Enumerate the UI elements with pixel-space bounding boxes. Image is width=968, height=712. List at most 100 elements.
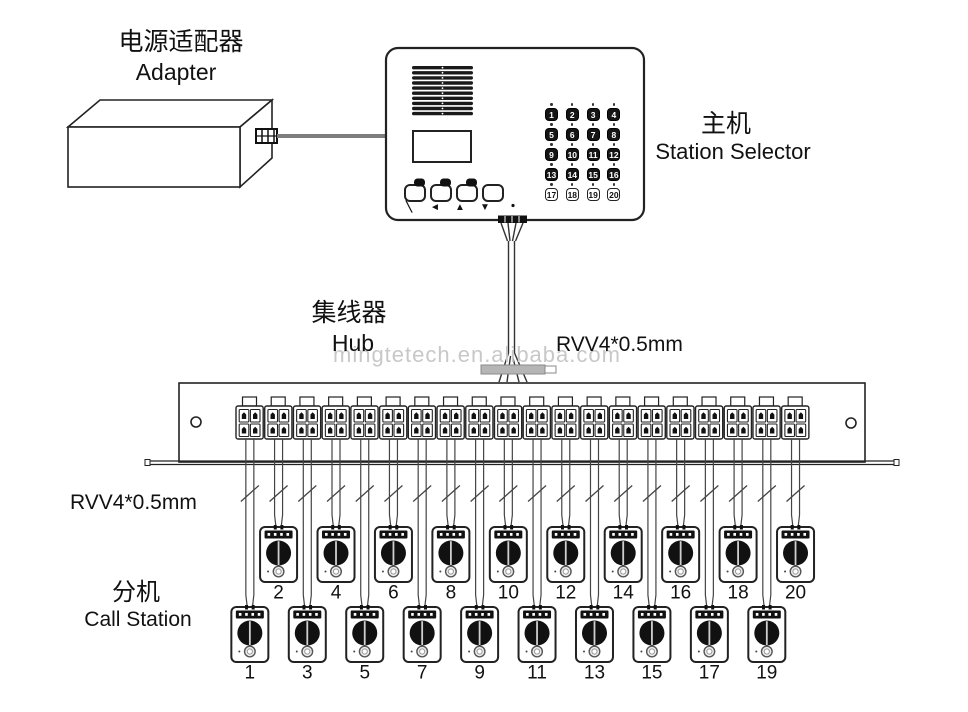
- call-station-unit: 10: [488, 525, 528, 604]
- station-led-icon: [496, 570, 499, 573]
- station-led-icon: [755, 650, 758, 653]
- station-led-icon: [697, 650, 700, 653]
- hub-input-connector: [480, 364, 546, 375]
- led-indicators: [414, 178, 477, 187]
- call-station-unit: 20: [776, 525, 816, 604]
- hub-port: [694, 396, 724, 440]
- hub-label-en: Hub: [331, 330, 375, 356]
- station-nameplate: [752, 610, 781, 619]
- call-station-unit: 17: [689, 605, 729, 684]
- call-station-unit: 4: [316, 525, 356, 604]
- hub-port: [465, 396, 494, 440]
- cable-spec-label-bottom: RVV4*0.5mm: [70, 491, 197, 514]
- hub-port: [378, 396, 408, 440]
- station-number: 10: [498, 583, 519, 604]
- station-nameplate: [609, 530, 638, 539]
- station-led-icon: [554, 570, 557, 573]
- call-station-unit: 7: [402, 605, 442, 684]
- station-nameplate: [322, 530, 351, 539]
- hub-port: [350, 396, 379, 440]
- station-nameplate: [781, 530, 810, 539]
- hub-port: [579, 396, 609, 440]
- station-led-icon: [353, 650, 356, 653]
- call-station-unit: 15: [632, 605, 672, 684]
- station-nameplate: [523, 610, 552, 619]
- station-selector-label-cn: 主机: [700, 110, 751, 138]
- station-led-icon: [611, 570, 614, 573]
- call-station-unit: 2: [259, 525, 299, 604]
- adapter-box: [65, 98, 278, 189]
- station-nameplate: [350, 610, 379, 619]
- hub-port: [752, 396, 781, 440]
- call-station-unit: 19: [747, 605, 787, 684]
- hub-port: [407, 396, 437, 440]
- station-number: 1: [245, 663, 256, 684]
- hub-port: [666, 396, 695, 440]
- station-number: 11: [527, 663, 547, 684]
- station-led-icon: [381, 570, 384, 573]
- station-number: 2: [273, 583, 284, 604]
- hub-port: [637, 396, 666, 440]
- hub-port: [235, 396, 264, 440]
- adapter-dc-connector-icon: [255, 128, 278, 144]
- station-led-icon: [267, 570, 270, 573]
- hub-to-station-wires: [240, 439, 805, 609]
- station-led-icon: [726, 570, 729, 573]
- station-number: 17: [699, 663, 720, 684]
- station-led-icon: [669, 570, 672, 573]
- up-arrow-icon: ▲: [455, 202, 465, 213]
- call-station-unit: 12: [546, 525, 586, 604]
- station-nameplate: [494, 530, 523, 539]
- station-number: 6: [388, 583, 399, 604]
- hub-port: [436, 396, 465, 440]
- station-number: 8: [446, 583, 457, 604]
- station-led-icon: [238, 650, 241, 653]
- station-nameplate: [580, 610, 609, 619]
- station-nameplate: [264, 530, 293, 539]
- station-nameplate: [436, 530, 465, 539]
- adapter-label-cn: 电源适配器: [118, 28, 244, 56]
- station-number: 20: [785, 583, 806, 604]
- station-led-icon: [439, 570, 442, 573]
- station-nameplate: [637, 610, 666, 619]
- station-led-icon: [324, 570, 327, 573]
- station-selector-label-en: Station Selector: [655, 139, 811, 164]
- call-station-label-cn: 分机: [112, 579, 160, 606]
- hub-port: [780, 396, 810, 440]
- hub-port: [723, 396, 753, 440]
- station-number: 12: [555, 583, 576, 604]
- station-led-icon: [525, 650, 528, 653]
- cable-spec-label-top: RVV4*0.5mm: [556, 333, 683, 356]
- hub-port-strip: [235, 396, 810, 440]
- hub-port: [493, 396, 523, 440]
- station-nameplate: [408, 610, 437, 619]
- speaker-button: [430, 184, 452, 202]
- station-led-icon: [582, 650, 585, 653]
- hub-port: [264, 396, 293, 440]
- station-number: 19: [756, 663, 777, 684]
- hub-port: [551, 396, 580, 440]
- station-number: 7: [417, 663, 428, 684]
- call-station-unit: 14: [603, 525, 643, 604]
- speaker-icon: ◄: [430, 202, 440, 213]
- station-number: 18: [728, 583, 749, 604]
- mic-hole-icon: [511, 203, 515, 208]
- handset-icon: ╲: [405, 202, 413, 213]
- speaker-grille-icon: [412, 66, 473, 116]
- station-nameplate: [666, 530, 695, 539]
- station-selector-device: [384, 46, 646, 222]
- station-number: 5: [359, 663, 370, 684]
- station-led-icon: [784, 570, 787, 573]
- call-station-unit: 9: [460, 605, 500, 684]
- talk-button: [404, 184, 426, 202]
- display-screen: [412, 130, 472, 163]
- station-nameplate: [235, 610, 264, 619]
- station-number: 16: [670, 583, 691, 604]
- down-arrow-icon: ▼: [480, 202, 490, 213]
- station-led-icon: [295, 650, 298, 653]
- station-number: 15: [641, 663, 662, 684]
- call-station-unit: 6: [373, 525, 413, 604]
